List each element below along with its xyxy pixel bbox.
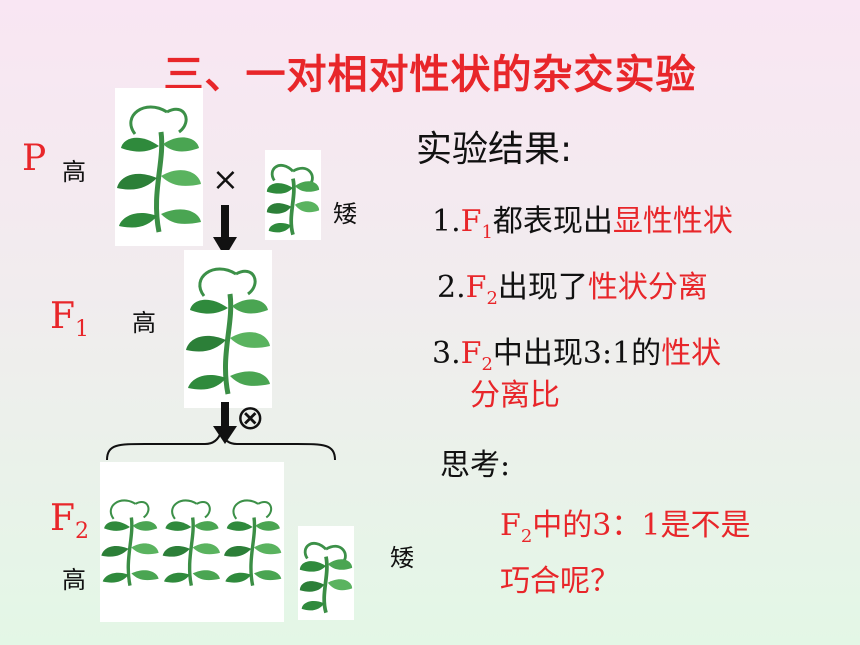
cross-symbol: × xyxy=(212,160,239,198)
think-question-line1: F2中的3：1是不是 xyxy=(500,508,751,547)
arrow-down-icon xyxy=(213,402,237,444)
plant-f2-short xyxy=(298,526,354,620)
label-f2-short: 矮 xyxy=(390,544,414,572)
page-title: 三、一对相对性状的杂交实验 xyxy=(163,52,697,98)
label-f1: F1 xyxy=(50,296,89,343)
label-p-tall: 高 xyxy=(62,158,86,186)
result-item-3-cont: 分离比 xyxy=(470,378,560,413)
plant-f2-tall-2 xyxy=(160,498,222,588)
self-pollination-symbol: ⊗ xyxy=(236,398,265,438)
plant-p-tall xyxy=(115,88,203,246)
result-item-2: 2.F2出现了性状分离 xyxy=(437,270,708,309)
label-f2-tall: 高 xyxy=(62,566,86,594)
brace xyxy=(106,430,336,461)
plant-f2-tall-group xyxy=(99,462,284,622)
results-heading: 实验结果: xyxy=(416,129,573,170)
label-p-short: 矮 xyxy=(333,200,357,228)
plant-p-short xyxy=(265,150,321,240)
label-f1-tall: 高 xyxy=(132,309,156,337)
plant-f1 xyxy=(184,250,272,408)
think-question-line2: 巧合呢？ xyxy=(500,564,620,599)
plant-f2-tall-1 xyxy=(99,498,161,588)
result-item-3: 3.F2中出现3:1的性状 xyxy=(432,336,722,375)
arrow-down-icon xyxy=(213,205,237,257)
label-p: P xyxy=(22,138,47,179)
plant-f2-tall-3 xyxy=(222,498,283,588)
think-heading: 思考: xyxy=(440,448,511,483)
label-f2: F2 xyxy=(50,498,89,545)
result-item-1: 1.F1都表现出显性性状 xyxy=(432,204,733,243)
